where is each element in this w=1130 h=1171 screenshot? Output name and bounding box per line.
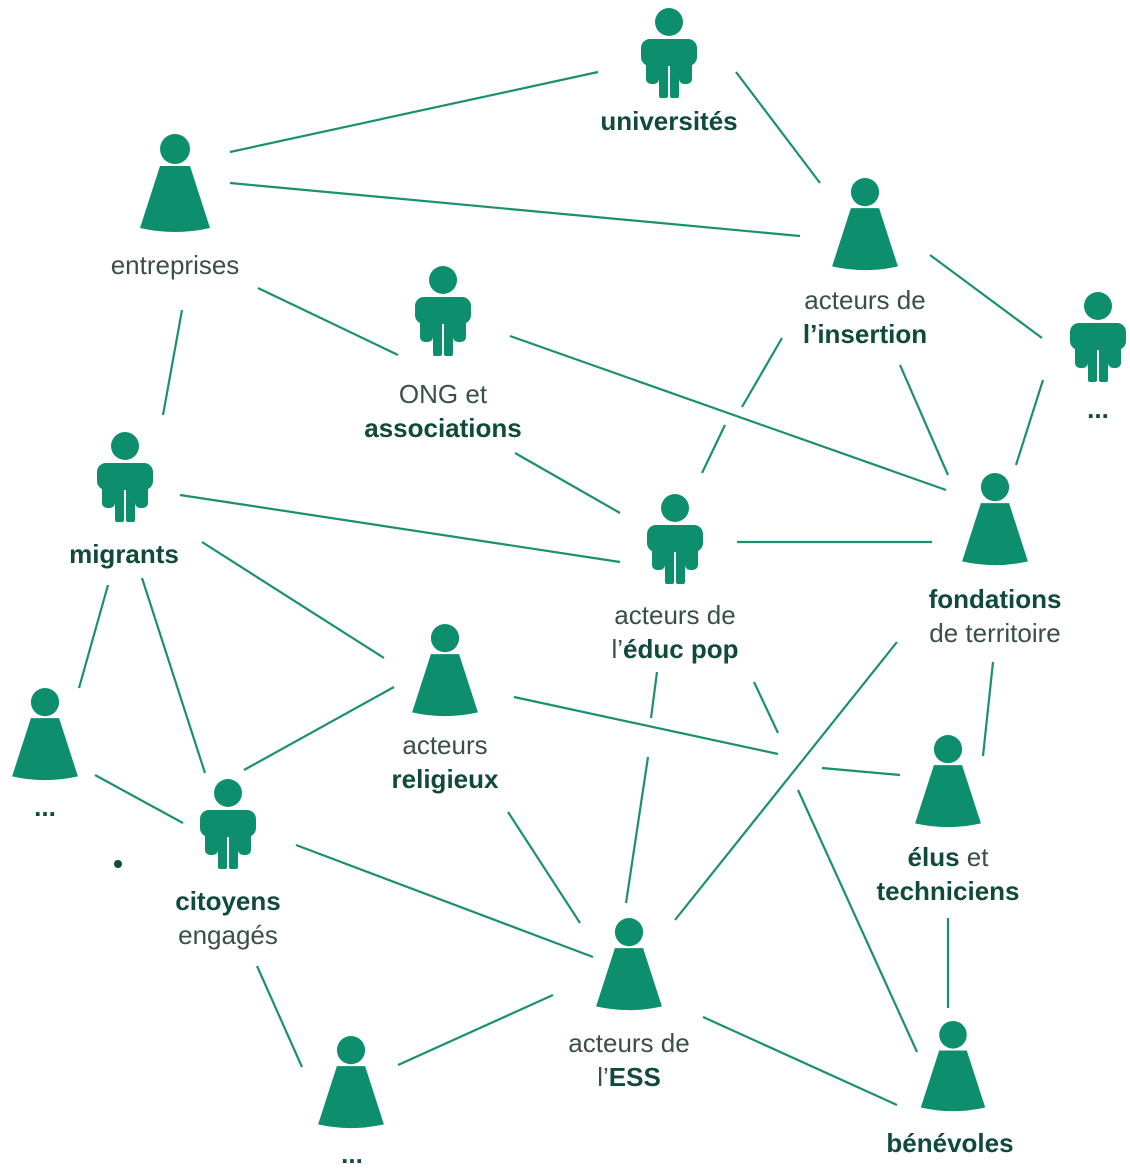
woman-icon (594, 918, 664, 1012)
woman-icon (918, 1021, 988, 1113)
label-insertion-line2: l’insertion (802, 319, 928, 349)
connector (140, 577, 207, 774)
label-citoyens-line2: engagés (178, 920, 278, 950)
label-educ-pop-line1: acteurs de (614, 600, 736, 630)
label-ess-line1: acteurs de (568, 1028, 690, 1058)
man-icon (415, 266, 471, 356)
woman-icon (140, 134, 210, 234)
man-icon (200, 778, 256, 870)
label-insertion-line1: acteurs de (804, 285, 926, 315)
connector (702, 1015, 898, 1107)
connector (255, 965, 304, 1068)
label-ess-prefix: l’ (597, 1062, 609, 1092)
connector (161, 309, 184, 416)
label-elus-suffix: et (959, 842, 989, 872)
connector (981, 661, 995, 757)
label-migrants: migrants (24, 537, 224, 571)
label-elus-line2: techniciens (876, 876, 1020, 906)
connector (243, 686, 395, 771)
label-educ-pop-prefix: l’ (611, 634, 623, 664)
label-entreprises: entreprises (75, 248, 275, 282)
label-fondations-line1: fondations (928, 584, 1062, 614)
connector (1014, 379, 1045, 466)
man-icon (647, 492, 703, 586)
connector (179, 493, 621, 564)
man-icon (1070, 292, 1126, 382)
connector (509, 334, 947, 492)
label-benevoles-title: bénévoles (886, 1128, 1014, 1158)
label-universites-title: universités (600, 106, 738, 136)
connector (741, 337, 783, 408)
label-ong-line1: ONG et (398, 379, 488, 409)
woman-icon (830, 178, 900, 272)
connector (257, 287, 399, 356)
label-ong-line2: associations (364, 413, 522, 443)
connector (94, 774, 184, 824)
connector (514, 452, 621, 514)
connector (229, 70, 599, 154)
connector (796, 789, 919, 1053)
connector (513, 695, 779, 756)
connector (295, 843, 594, 959)
label-migrants-title: migrants (69, 539, 179, 569)
connector (77, 584, 110, 689)
woman-icon (913, 735, 983, 829)
connector (507, 811, 581, 924)
label-more-bottom: ... (302, 1137, 402, 1171)
label-religieux: acteurs religieux (345, 728, 545, 796)
woman-icon (316, 1036, 386, 1130)
label-educ-pop-line2: éduc pop (623, 634, 739, 664)
label-more-left-title: ... (34, 792, 56, 822)
label-ess: acteurs de l’ESS (529, 1026, 729, 1094)
label-benevoles: bénévoles (850, 1126, 1050, 1160)
label-elus: élus et techniciens (848, 840, 1048, 908)
label-citoyens: citoyens engagés (128, 884, 328, 952)
connector (898, 364, 950, 476)
label-ong: ONG et associations (343, 377, 543, 445)
man-icon (641, 8, 697, 98)
connector (229, 181, 801, 238)
man-icon (97, 432, 153, 522)
connector (701, 424, 726, 474)
label-elus-line1: élus (907, 842, 960, 872)
bullet-dot (114, 860, 122, 868)
label-educ-pop: acteurs de l’éduc pop (575, 598, 775, 666)
connector (753, 681, 779, 734)
connector (649, 671, 659, 719)
connector (821, 766, 901, 777)
label-more-bottom-title: ... (341, 1139, 363, 1169)
connector (735, 71, 821, 184)
label-religieux-line2: religieux (391, 764, 499, 794)
label-more-right-title: ... (1087, 394, 1109, 424)
label-ess-line2: ESS (608, 1062, 661, 1092)
label-universites: universités (569, 104, 769, 138)
label-fondations: fondations de territoire (895, 582, 1095, 650)
connector (624, 756, 650, 904)
label-more-left: ... (0, 790, 95, 824)
label-more-right: ... (1048, 392, 1130, 426)
label-entreprises-title: entreprises (110, 250, 240, 280)
connector (201, 541, 385, 659)
label-fondations-line2: de territoire (929, 618, 1061, 648)
label-religieux-line1: acteurs (402, 730, 488, 760)
woman-icon (10, 688, 80, 782)
woman-icon (410, 624, 480, 718)
label-insertion: acteurs de l’insertion (765, 283, 965, 351)
woman-icon (960, 473, 1030, 567)
connector (397, 993, 554, 1067)
connector (929, 254, 1043, 339)
label-citoyens-line1: citoyens (175, 886, 281, 916)
connector (674, 641, 898, 921)
